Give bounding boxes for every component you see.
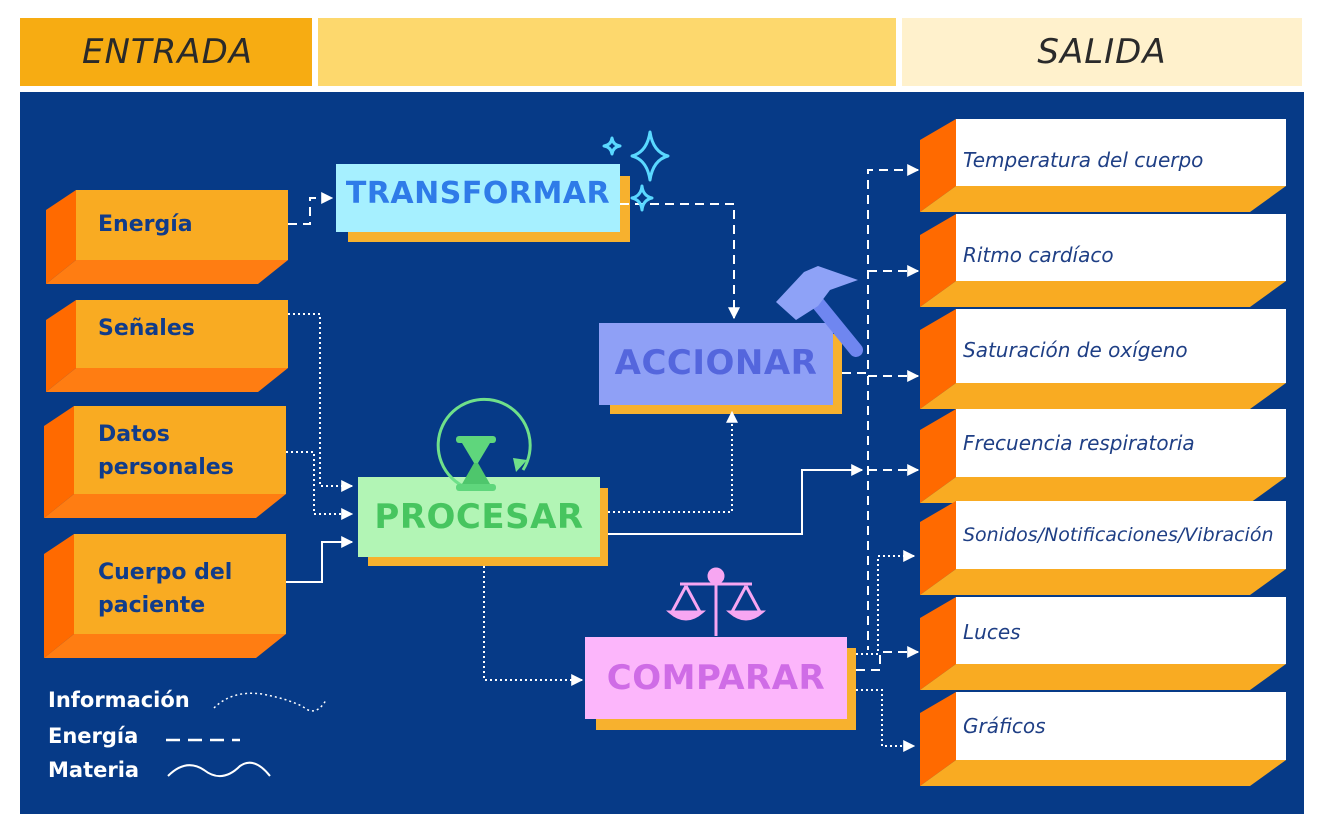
input-box-datos — [44, 406, 286, 518]
output-label-luces: Luces — [963, 620, 1021, 644]
legend-energy-label: Energía — [48, 724, 139, 748]
matter-line-cuerpo-procesar — [286, 536, 354, 583]
output-box-frecuencia — [920, 409, 1286, 503]
header-entrada-label: ENTRADA — [82, 32, 254, 72]
energy-line-energia-transformar — [288, 192, 334, 225]
output-box-sonidos — [920, 501, 1286, 595]
output-label-sonidos: Sonidos/Notificaciones/Vibración — [963, 524, 1274, 546]
info-line-to-graficos — [856, 689, 916, 752]
input-label-senales: Señales — [98, 316, 195, 341]
legend-matter-line — [167, 761, 271, 777]
input-box-energia — [46, 190, 288, 284]
output-label-saturacion: Saturación de oxígeno — [963, 338, 1188, 362]
sparkle-icon — [602, 130, 670, 212]
process-label-accionar: ACCIONAR — [614, 343, 818, 383]
process-box-transformar — [336, 164, 630, 242]
process-label-comparar: COMPARAR — [606, 658, 826, 698]
balance-scale-icon — [666, 567, 766, 636]
legend-matter-label: Materia — [48, 758, 140, 782]
output-box-graficos — [920, 692, 1286, 786]
matter-line-procesar-frecuencia — [608, 464, 864, 535]
input-label-datos: Datos personales — [98, 422, 234, 480]
legend-info-line — [213, 692, 327, 712]
output-box-saturacion — [920, 309, 1286, 409]
header-salida-label: SALIDA — [1037, 32, 1167, 72]
input-label-cuerpo: Cuerpo del paciente — [98, 560, 233, 618]
process-box-comparar — [585, 637, 856, 730]
info-line-procesar-comparar — [483, 566, 584, 686]
output-box-temperatura — [920, 119, 1286, 212]
hourglass-icon — [436, 397, 532, 491]
input-box-cuerpo — [44, 534, 286, 658]
legend-info-label: Información — [48, 688, 190, 712]
output-label-temperatura: Temperatura del cuerpo — [963, 148, 1204, 172]
energy-line-transformar-accionar — [620, 203, 740, 320]
process-label-transformar: TRANSFORMAR — [345, 176, 611, 211]
info-line-senales-procesar — [288, 313, 354, 492]
process-label-procesar: PROCESAR — [374, 497, 584, 537]
output-label-ritmo: Ritmo cardíaco — [963, 243, 1114, 267]
input-label-energia: Energía — [98, 212, 193, 237]
header-middle — [318, 18, 896, 86]
input-box-senales — [46, 300, 288, 392]
header-salida: SALIDA — [902, 18, 1302, 86]
output-label-frecuencia: Frecuencia respiratoria — [963, 431, 1195, 455]
info-line-procesar-accionar — [608, 410, 738, 513]
output-box-ritmo — [920, 214, 1286, 307]
output-label-graficos: Gráficos — [963, 714, 1046, 738]
output-box-luces — [920, 597, 1286, 690]
info-line-to-sonidos — [856, 550, 916, 655]
energy-line-to-luces — [856, 646, 920, 671]
hammer-icon — [776, 266, 863, 357]
process-box-accionar — [599, 323, 842, 414]
header-entrada: ENTRADA — [20, 18, 312, 86]
